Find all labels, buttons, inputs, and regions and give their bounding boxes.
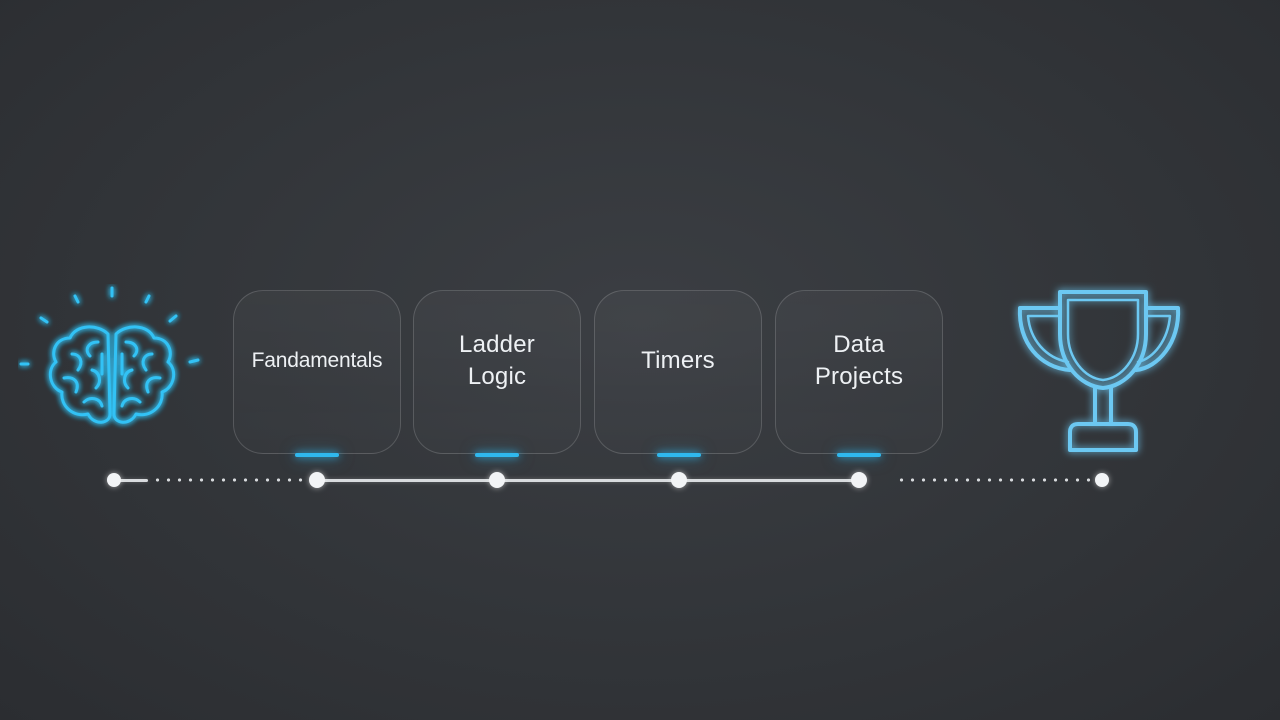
step-card-fundamentals: Fandamentals <box>233 290 401 454</box>
trophy-icon <box>1017 290 1181 452</box>
step-label: Data Projects <box>814 331 904 390</box>
timeline-node-step <box>309 472 325 488</box>
timeline-node-end <box>1095 473 1109 487</box>
timeline-node-step <box>851 472 867 488</box>
timeline-dotted-end <box>896 478 1096 482</box>
step-label: Ladder Logic <box>459 331 535 390</box>
step-accent-bar <box>837 453 881 457</box>
timeline-track-start <box>116 479 148 482</box>
step-accent-bar <box>295 453 339 457</box>
timeline-node-start <box>107 473 121 487</box>
step-card-ladder-logic: Ladder Logic <box>413 290 581 454</box>
step-label: Timers <box>641 347 715 374</box>
step-label: Fandamentals <box>251 349 383 372</box>
step-accent-bar <box>657 453 701 457</box>
step-accent-bar <box>475 453 519 457</box>
timeline-node-step <box>671 472 687 488</box>
brain-icon <box>19 286 200 424</box>
timeline-dotted-start <box>152 478 304 482</box>
timeline-node-step <box>489 472 505 488</box>
timeline-track-main <box>316 479 860 482</box>
step-card-data-projects: Data Projects <box>775 290 943 454</box>
step-card-timers: Timers <box>594 290 762 454</box>
